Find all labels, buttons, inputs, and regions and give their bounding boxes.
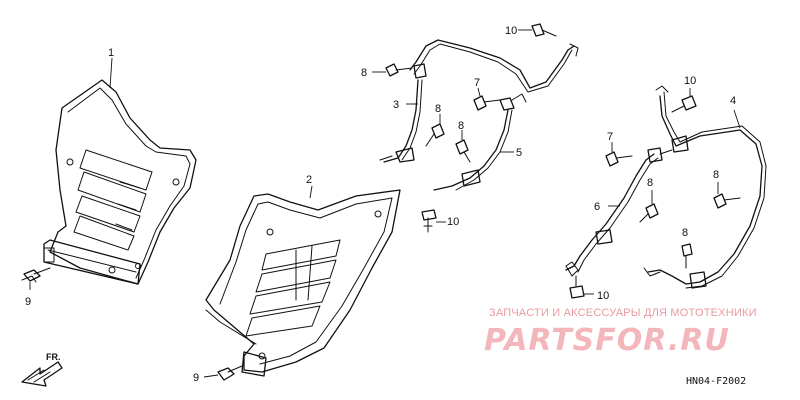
part-4-cable [643, 85, 767, 289]
fr-label: FR. [46, 352, 61, 362]
callout-10-c: 10 [684, 75, 696, 87]
callout-8-c: 8 [458, 120, 464, 132]
bolt-10-bottom-right [569, 275, 585, 299]
bolt-8-near-5 [455, 139, 471, 163]
callout-8-d: 8 [647, 177, 653, 189]
callout-6: 6 [594, 201, 600, 213]
bolt-10-top [531, 23, 557, 37]
callout-7-a: 7 [474, 77, 480, 89]
diagram-code: HN04-F2002 [686, 376, 746, 387]
bolt-7-center [473, 95, 501, 111]
bolt-8-lower-right [681, 243, 693, 269]
bolt-7-right [605, 151, 633, 167]
part-6-wire [565, 147, 673, 277]
bolt-9-bottom [217, 365, 243, 381]
callout-9-left: 9 [25, 296, 31, 308]
bolt-10-mid [421, 209, 437, 233]
callout-5: 5 [516, 147, 522, 159]
callout-10-d: 10 [597, 290, 609, 302]
part-3-cable [379, 39, 579, 163]
callout-8-e: 8 [713, 169, 719, 181]
callout-4: 4 [730, 95, 736, 107]
callout-8-a: 8 [361, 67, 367, 79]
bolt-10-right-top [671, 95, 697, 113]
watermark-brand: PARTSFOR.RU [484, 323, 730, 358]
bolt-8-far-right [713, 193, 741, 209]
callout-10-mid: 10 [447, 216, 459, 228]
part-1-left-guard [43, 79, 197, 285]
callout-7-b: 7 [607, 131, 613, 143]
front-direction-arrow: FR. [21, 352, 63, 387]
callout-9-bottom: 9 [193, 372, 199, 384]
part-2-right-guard [205, 189, 401, 377]
callout-1: 1 [108, 47, 114, 59]
callout-8-f: 8 [682, 227, 688, 239]
callout-10-top: 10 [505, 25, 517, 37]
callout-3: 3 [393, 99, 399, 111]
bolt-8-right-of-6 [639, 203, 659, 223]
callout-2: 2 [306, 174, 312, 186]
bolt-8-top-left [385, 63, 413, 77]
bolt-9-left [21, 267, 51, 283]
part-5-wire [433, 93, 527, 191]
bolt-8-mid [425, 123, 445, 147]
watermark-tagline: ЗАПЧАСТИ И АКСЕССУАРЫ ДЛЯ МОТОТЕХНИКИ [489, 307, 757, 319]
callout-8-b: 8 [435, 103, 441, 115]
